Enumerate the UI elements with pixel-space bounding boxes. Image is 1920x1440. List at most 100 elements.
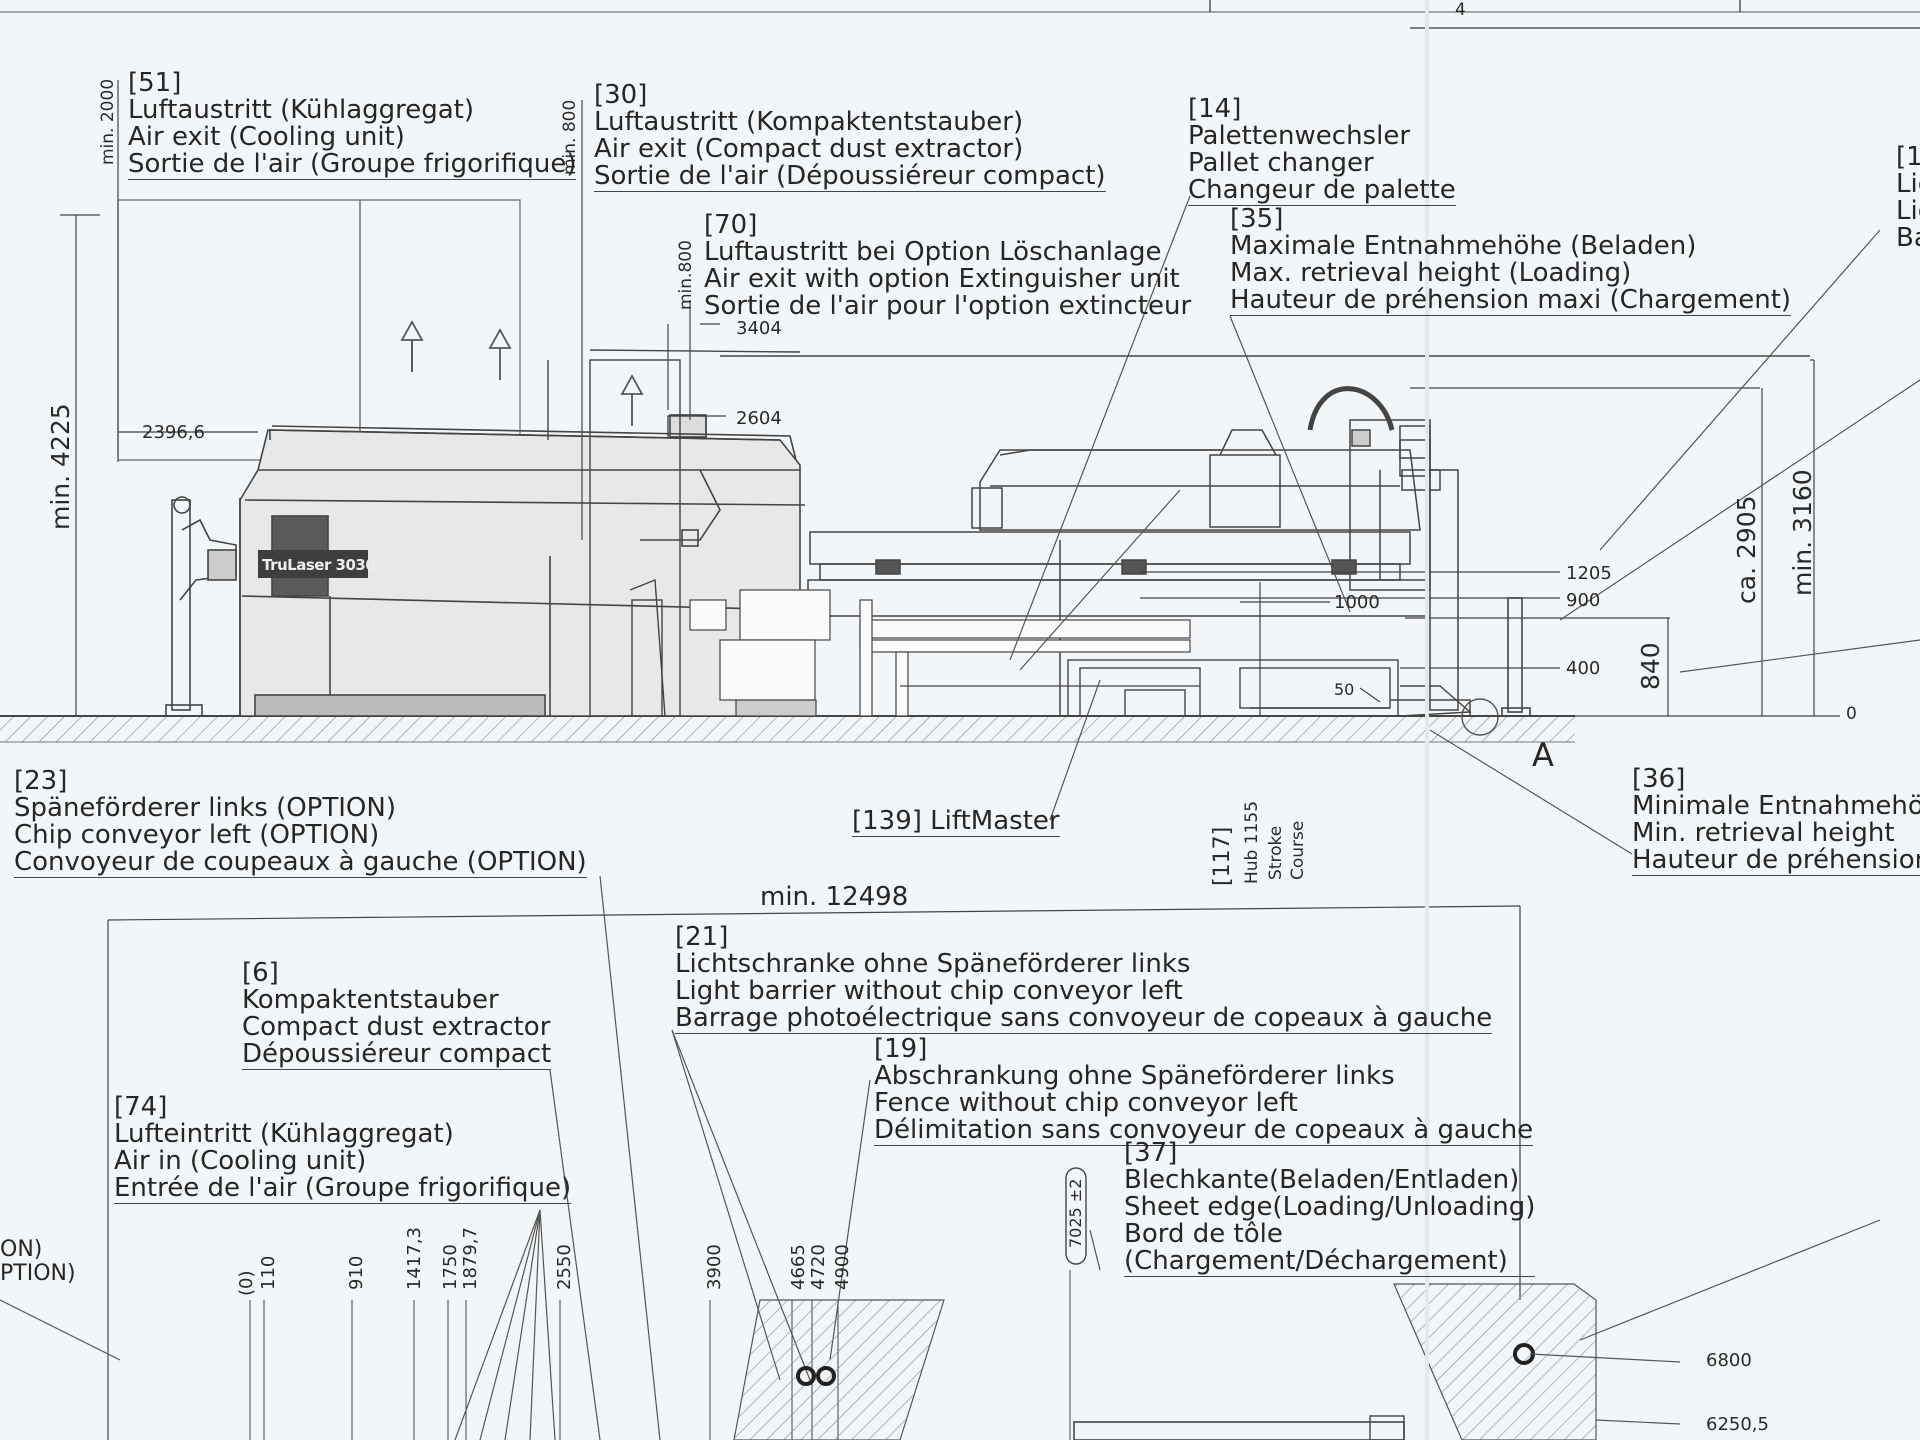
callout-23-de: Späneförderer links (OPTION) — [14, 793, 396, 823]
bottom-scale-label: 1879,7 — [460, 1227, 481, 1290]
dust-extractor — [547, 349, 1810, 717]
callout-36-ref: [36] — [1632, 764, 1686, 794]
column-number: 4 — [1455, 0, 1466, 20]
callout-14-fr: Changeur de palette — [1188, 175, 1456, 206]
callout-51-ref: [51] — [128, 68, 182, 98]
callout-70-min: min.800 — [676, 240, 696, 310]
dim-840: 840 — [1636, 642, 1665, 690]
callout-21: [21] Lichtschranke ohne Späneförderer li… — [675, 924, 1493, 1034]
callout-30-min: min. 800 — [560, 99, 580, 175]
callout-30-fr: Sortie de l'air (Dépoussiéreur compact) — [594, 161, 1106, 192]
callout-cutoff-de: Lic — [1896, 169, 1920, 199]
callout-6-fr: Dépoussiéreur compact — [242, 1039, 552, 1070]
callout-74-en: Air in (Cooling unit) — [114, 1146, 367, 1176]
sheet-fold — [1425, 0, 1429, 1440]
callout-36: [36] Minimale Entnahmehöh Min. retrieval… — [1632, 766, 1920, 876]
callout-51-fr: Sortie de l'air (Groupe frigorifique) — [128, 149, 577, 180]
bottom-scale-label: 4665 — [788, 1244, 809, 1290]
lift-table — [1067, 659, 1472, 717]
callout-19-de: Abschrankung ohne Späneförderer links — [874, 1061, 1395, 1091]
callout-23-en: Chip conveyor left (OPTION) — [14, 820, 380, 850]
callout-70-de: Luftaustritt bei Option Löschanlage — [704, 237, 1162, 267]
callout-30-en: Air exit (Compact dust extractor) — [594, 134, 1024, 164]
sheet-frame-lines — [0, 0, 1920, 29]
callout-35: [35] Maximale Entnahmehöhe (Beladen) Max… — [1230, 206, 1792, 316]
callout-30: [30] Luftaustritt (Kompaktentstauber) Ai… — [594, 82, 1106, 192]
callout-74-fr: Entrée de l'air (Groupe frigorifique) — [114, 1173, 572, 1204]
bottom-scale-label: 1750 — [440, 1244, 461, 1290]
callout-6-de: Kompaktentstauber — [242, 985, 499, 1015]
dimension-lines — [60, 80, 1840, 1440]
callout-cutoff-right: [1 Lic Lig Ba — [1896, 144, 1920, 252]
light-barrier-post — [1501, 597, 1531, 717]
callout-cutoff-left: ON) PTION) — [0, 1238, 76, 1286]
callout-36-en: Min. retrieval height — [1632, 818, 1895, 848]
dim-400: 400 — [1566, 658, 1601, 679]
callout-14-ref: [14] — [1188, 94, 1242, 124]
callout-23-ref: [23] — [14, 766, 68, 796]
callout-35-de: Maximale Entnahmehöhe (Beladen) — [1230, 231, 1697, 261]
brand-plate — [258, 550, 368, 578]
dim-6250-5: 6250,5 — [1706, 1414, 1769, 1435]
plan-view-blocks — [733, 1167, 1681, 1440]
bottom-scale-label: 3900 — [704, 1244, 725, 1290]
callout-37-fr2: (Chargement/Déchargement) — [1124, 1248, 1536, 1277]
callout-35-fr: Hauteur de préhension maxi (Chargement) — [1230, 285, 1792, 316]
dim-3404: 3404 — [736, 318, 782, 339]
callout-14: [14] Palettenwechsler Pallet changer Cha… — [1188, 96, 1456, 206]
bottom-scale-label: 4900 — [832, 1244, 853, 1290]
callout-23-fr: Convoyeur de coupeaux à gauche (OPTION) — [14, 847, 587, 878]
callout-117-stroke: Stroke — [1266, 825, 1286, 880]
bottom-scale-label: 4720 — [808, 1244, 829, 1290]
control-terminal — [165, 496, 237, 717]
callout-51-min: min. 2000 — [98, 78, 118, 165]
callout-37-de: Blechkante(Beladen/Entladen) — [1124, 1165, 1520, 1195]
dim-50: 50 — [1334, 680, 1355, 699]
callout-35-en: Max. retrieval height (Loading) — [1230, 258, 1632, 288]
callout-70-en: Air exit with option Extinguisher unit — [704, 264, 1180, 294]
callout-cutoff-en: Lig — [1896, 196, 1920, 226]
dim-min-3160: min. 3160 — [1788, 469, 1817, 596]
callout-19-en: Fence without chip conveyor left — [874, 1088, 1298, 1118]
dim-min-12498: min. 12498 — [760, 882, 909, 912]
bottom-scale-label: 2550 — [554, 1244, 575, 1290]
callout-6-ref: [6] — [242, 958, 279, 988]
callout-51-en: Air exit (Cooling unit) — [128, 122, 405, 152]
dim-min-4225: min. 4225 — [46, 403, 75, 530]
dim-1205: 1205 — [1566, 563, 1612, 584]
callout-37-en: Sheet edge(Loading/Unloading) — [1124, 1192, 1536, 1222]
callout-37-ref: [37] — [1124, 1138, 1178, 1168]
callout-117-hub: Hub 1155 — [1242, 800, 1262, 884]
callout-30-ref: [30] — [594, 80, 648, 110]
dim-ca-2905: ca. 2905 — [1732, 495, 1761, 604]
callout-36-de: Minimale Entnahmehöh — [1632, 791, 1920, 821]
callout-23: [23] Späneförderer links (OPTION) Chip c… — [14, 768, 587, 878]
callout-70-fr: Sortie de l'air pour l'option extincteur — [704, 291, 1192, 321]
pallet-changer — [807, 386, 1471, 717]
callout-19: [19] Abschrankung ohne Späneförderer lin… — [874, 1036, 1534, 1146]
callout-30-de: Luftaustritt (Kompaktentstauber) — [594, 107, 1024, 137]
dim-900: 900 — [1566, 590, 1601, 611]
callout-36-fr: Hauteur de préhension — [1632, 847, 1920, 876]
floor-hatch — [0, 715, 1575, 743]
roller-conveyor — [689, 589, 1200, 717]
bottom-scale-label: (0) — [236, 1270, 257, 1297]
callout-37-fr: Bord de tôle — [1124, 1219, 1283, 1249]
machine-brand-label: TruLaser 3030 — [262, 556, 376, 574]
dim-2604: 2604 — [736, 408, 782, 429]
dim-1000: 1000 — [1334, 592, 1380, 613]
callout-21-en: Light barrier without chip conveyor left — [675, 976, 1183, 1006]
dim-7025: 7025 ±2 — [1066, 1178, 1085, 1248]
callout-117-course: Course — [1288, 820, 1308, 880]
callout-51: [51] Luftaustritt (Kühlaggregat) Air exi… — [128, 68, 577, 180]
bottom-scale-label: 1417,3 — [404, 1227, 425, 1290]
callout-cutoff-fr: Ba — [1896, 223, 1920, 253]
callout-cutoff-left-l2: PTION) — [0, 1261, 76, 1286]
dim-6800: 6800 — [1706, 1350, 1752, 1371]
callout-37: [37] Blechkante(Beladen/Entladen) Sheet … — [1124, 1138, 1536, 1277]
callout-19-fr: Délimitation sans convoyeur de copeaux à… — [874, 1115, 1534, 1146]
callout-74-de: Lufteintritt (Kühlaggregat) — [114, 1119, 454, 1149]
callout-6: [6] Kompaktentstauber Compact dust extra… — [242, 958, 552, 1070]
